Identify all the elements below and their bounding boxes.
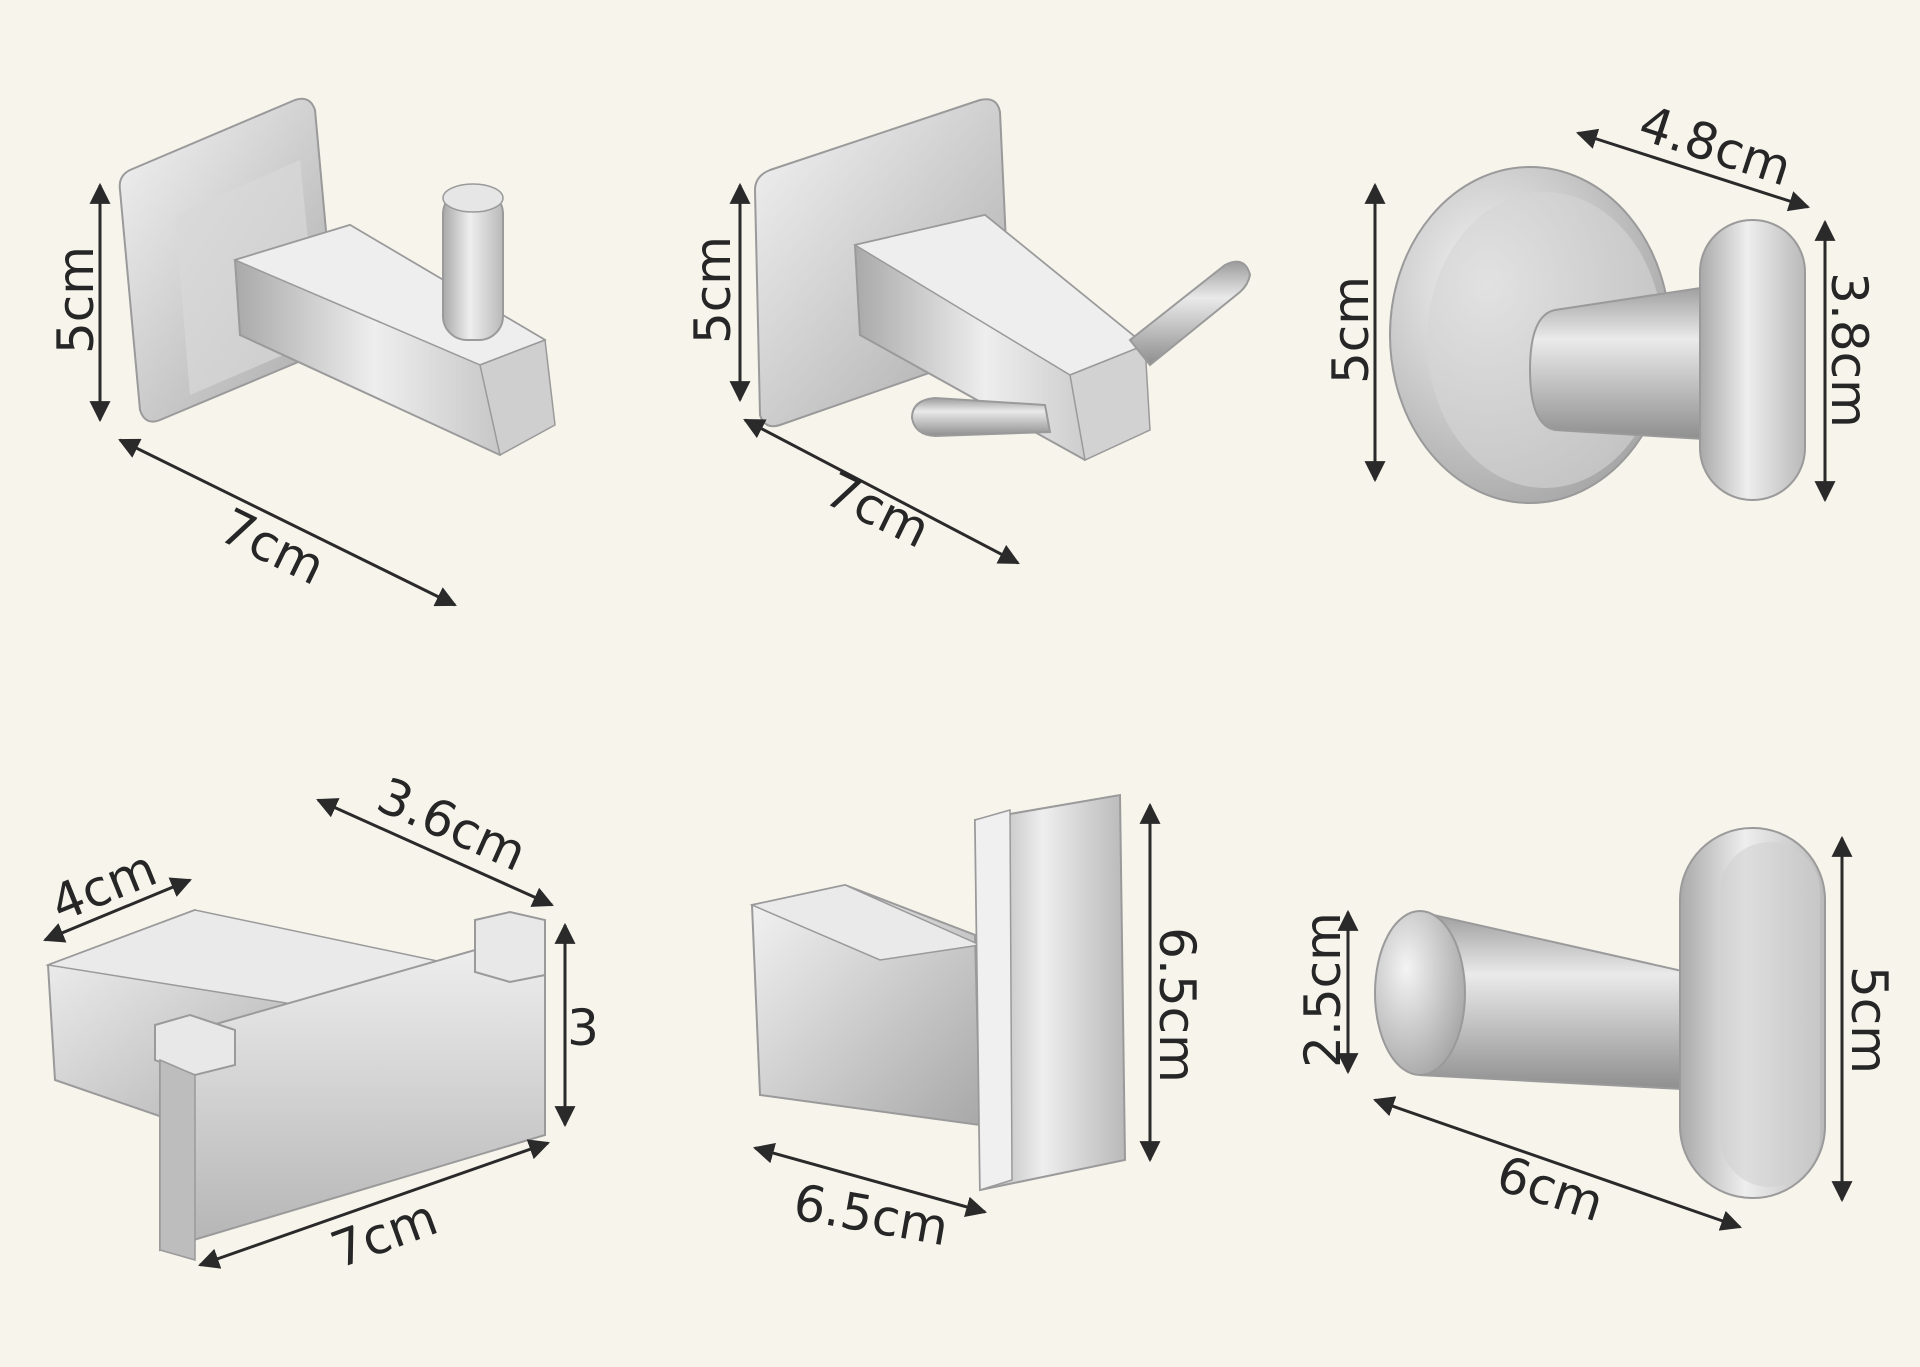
round-bar-hook bbox=[1374, 827, 1826, 1199]
hook-peg-lower bbox=[910, 396, 1052, 438]
hook-arm-end bbox=[1069, 343, 1151, 462]
hook-5-height-label: 6.5cm bbox=[1148, 927, 1206, 1083]
hook-3-diameter-label: 4.8cm bbox=[1632, 94, 1798, 197]
hook-4-width-label: 4cm bbox=[43, 839, 165, 933]
block-hook bbox=[749, 793, 1127, 1192]
hook-5-length-label: 6.5cm bbox=[789, 1173, 952, 1257]
hook-rail-front bbox=[159, 1058, 196, 1261]
hook-2-length-label: 7cm bbox=[816, 460, 939, 559]
square-hook-angled-peg bbox=[753, 98, 1252, 462]
hook-4-length-label: 7cm bbox=[324, 1188, 445, 1279]
hook-1-length-label: 7cm bbox=[211, 497, 334, 596]
hook-4-height-label: 3 bbox=[567, 999, 599, 1057]
hook-peg-upper bbox=[1128, 260, 1252, 367]
hook-prong-left bbox=[154, 1013, 236, 1077]
hook-tip bbox=[1699, 219, 1806, 501]
square-hook-single-peg bbox=[118, 97, 556, 457]
hook-3-tip-label: 3.8cm bbox=[1820, 272, 1878, 428]
hook-6-length-label: 6cm bbox=[1490, 1145, 1611, 1234]
hook-6-height-label: 5cm bbox=[1840, 966, 1898, 1074]
hook-prong-right bbox=[474, 910, 546, 984]
hook-1-height-label: 5cm bbox=[47, 246, 105, 354]
double-prong-hook bbox=[45, 908, 546, 1261]
hook-peg-top bbox=[442, 183, 504, 213]
hook-6-diameter-label: 2.5cm bbox=[1294, 912, 1352, 1068]
hook-flat-plate-face bbox=[1720, 842, 1820, 1187]
round-hook bbox=[1389, 166, 1806, 504]
hook-arm-end bbox=[479, 338, 556, 457]
hook-bar-end bbox=[1374, 910, 1466, 1076]
hook-3-height-label: 5cm bbox=[1322, 276, 1380, 384]
hook-4-depth-label: 3.6cm bbox=[369, 766, 535, 882]
hook-bar bbox=[1528, 283, 1721, 442]
hook-upright-edge bbox=[974, 809, 1013, 1192]
dimension-lines-hook-5: 6.5cm 6.5cm bbox=[752, 802, 1206, 1257]
hook-2-height-label: 5cm bbox=[684, 236, 742, 344]
